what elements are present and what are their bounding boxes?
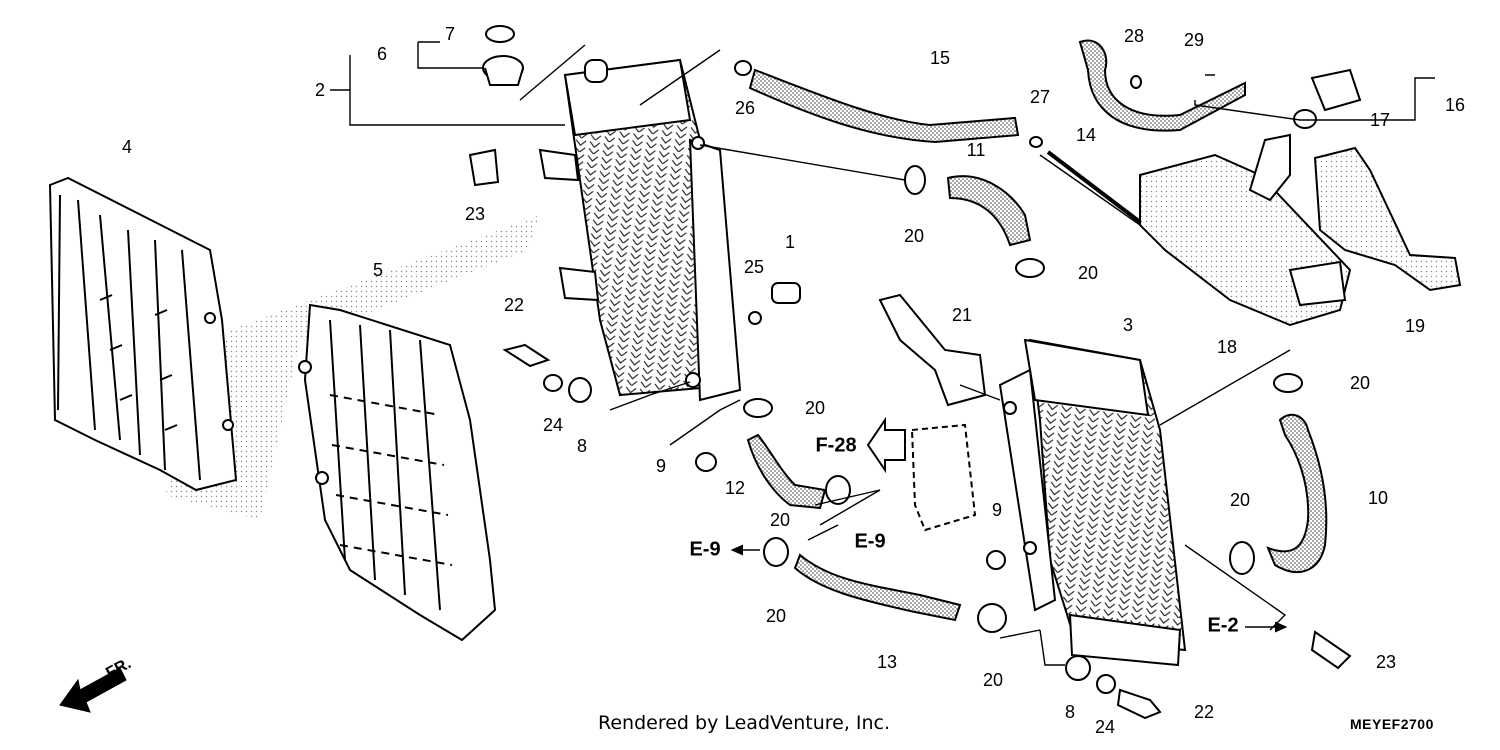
tank-cover (1313, 146, 1462, 292)
callout-15[interactable]: 15 (929, 48, 951, 68)
left-radiator (538, 58, 742, 402)
hose-clamps (743, 165, 1303, 633)
callout-12[interactable]: 12 (724, 478, 746, 498)
right-radiator (998, 338, 1187, 667)
callout-11[interactable]: 11 (966, 140, 986, 160)
reservoir-tank (1139, 133, 1352, 327)
hoses (746, 39, 1328, 622)
callout-27[interactable]: 27 (1029, 87, 1051, 107)
callout-29[interactable]: 29 (1183, 30, 1205, 50)
callout-1[interactable]: 1 (784, 232, 796, 252)
callout-7[interactable]: 7 (444, 24, 456, 44)
front-arrow (59, 667, 127, 713)
ref-e9-left[interactable]: E-9 (689, 538, 721, 561)
callout-22-left[interactable]: 22 (503, 295, 525, 315)
callout-9-right[interactable]: 9 (991, 500, 1003, 520)
callout-22-right[interactable]: 22 (1193, 702, 1215, 722)
left-outer-shroud (48, 176, 238, 492)
callout-5[interactable]: 5 (372, 260, 384, 280)
callout-10[interactable]: 10 (1367, 488, 1389, 508)
callout-16[interactable]: 16 (1444, 95, 1466, 115)
callout-21[interactable]: 21 (951, 305, 973, 325)
inner-shroud (298, 303, 497, 642)
callout-2[interactable]: 2 (314, 80, 326, 100)
callout-20-c[interactable]: 20 (1349, 373, 1371, 393)
ref-e9-right[interactable]: E-9 (854, 530, 886, 553)
callout-13[interactable]: 13 (876, 652, 898, 672)
callout-18[interactable]: 18 (1216, 337, 1238, 357)
callout-24-left[interactable]: 24 (542, 415, 564, 435)
reference-arrows (730, 416, 1288, 633)
shroud-shading (165, 215, 540, 520)
callout-8-left[interactable]: 8 (576, 436, 588, 456)
callout-23-right[interactable]: 23 (1375, 652, 1397, 672)
callout-17[interactable]: 17 (1369, 110, 1391, 130)
callout-14[interactable]: 14 (1075, 125, 1097, 145)
leader-lines (330, 41, 1435, 666)
callout-20-d[interactable]: 20 (804, 398, 826, 418)
callout-24-right[interactable]: 24 (1094, 717, 1116, 737)
credit-text: Rendered by LeadVenture, Inc. (598, 712, 891, 734)
callout-19[interactable]: 19 (1404, 316, 1426, 336)
callout-28[interactable]: 28 (1123, 26, 1145, 46)
callout-23-left[interactable]: 23 (464, 204, 486, 224)
callout-3[interactable]: 3 (1122, 315, 1134, 335)
tank-cap (1293, 68, 1362, 129)
diagram-code: MEYEF2700 (1350, 716, 1434, 732)
callout-4[interactable]: 4 (121, 137, 133, 157)
callout-20-b[interactable]: 20 (1077, 263, 1099, 283)
callout-20-g[interactable]: 20 (765, 606, 787, 626)
callout-6[interactable]: 6 (376, 44, 388, 64)
callout-20-h[interactable]: 20 (982, 670, 1004, 690)
callout-20-a[interactable]: 20 (903, 226, 925, 246)
callout-20-f[interactable]: 20 (1229, 490, 1251, 510)
ref-f28[interactable]: F-28 (815, 434, 857, 457)
ref-e2[interactable]: E-2 (1207, 614, 1239, 637)
callout-8-right[interactable]: 8 (1064, 702, 1076, 722)
callout-25[interactable]: 25 (743, 257, 765, 277)
callout-20-e[interactable]: 20 (769, 510, 791, 530)
radiator-cap (482, 25, 524, 86)
callout-26[interactable]: 26 (734, 98, 756, 118)
callout-9-left[interactable]: 9 (655, 456, 667, 476)
